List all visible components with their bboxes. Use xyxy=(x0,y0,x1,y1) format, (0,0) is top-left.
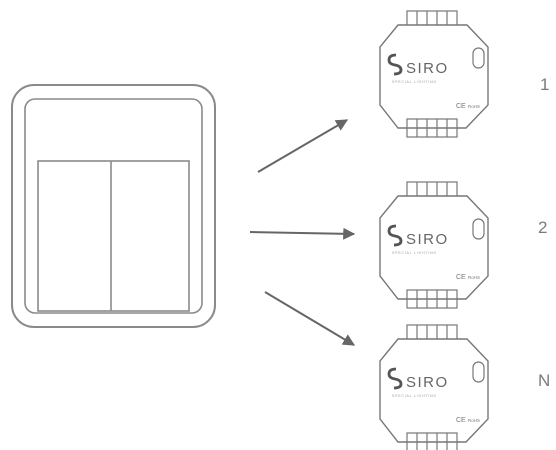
brand-text: SIRO xyxy=(406,60,449,77)
ce-mark: CE xyxy=(456,274,466,281)
siro-receiver-n: SIRO SPECIAL LIGHTING CE RoHS xyxy=(379,324,489,450)
antenna-icon xyxy=(472,47,485,69)
antenna-icon xyxy=(472,361,485,383)
bottom-terminal-block xyxy=(406,289,458,309)
bottom-terminal-block xyxy=(406,118,458,138)
receiver-housing xyxy=(379,195,489,300)
tagline-text: SPECIAL LIGHTING xyxy=(392,394,437,398)
ce-mark: CE xyxy=(456,103,466,110)
rohs-mark: RoHS xyxy=(468,275,480,280)
brand-text: SIRO xyxy=(406,374,449,391)
tagline-text: SPECIAL LIGHTING xyxy=(392,80,437,84)
receiver-housing xyxy=(379,338,489,443)
arrow-to-device-2 xyxy=(249,227,356,240)
device-label-2: 2 xyxy=(538,218,548,237)
rohs-mark: RoHS xyxy=(468,418,480,423)
device-label-1: 1 xyxy=(540,75,550,94)
switch-rocker-frame xyxy=(37,160,190,312)
receiver-housing xyxy=(379,24,489,129)
rohs-mark: RoHS xyxy=(468,104,480,109)
arrow-to-device-1 xyxy=(257,119,349,173)
bottom-terminal-block xyxy=(406,432,458,450)
ce-mark: CE xyxy=(456,417,466,424)
wall-switch xyxy=(11,84,216,328)
arrow-to-device-n xyxy=(264,291,356,346)
siro-logo-icon xyxy=(387,224,403,247)
siro-logo-icon xyxy=(387,53,403,76)
tagline-text: SPECIAL LIGHTING xyxy=(392,251,437,255)
antenna-icon xyxy=(472,218,485,240)
siro-receiver-2: SIRO SPECIAL LIGHTING CE RoHS xyxy=(379,181,489,309)
siro-logo-icon xyxy=(387,367,403,390)
siro-receiver-1: SIRO SPECIAL LIGHTING CE RoHS xyxy=(379,10,489,138)
brand-text: SIRO xyxy=(406,231,449,248)
device-label-n: N xyxy=(538,371,551,390)
